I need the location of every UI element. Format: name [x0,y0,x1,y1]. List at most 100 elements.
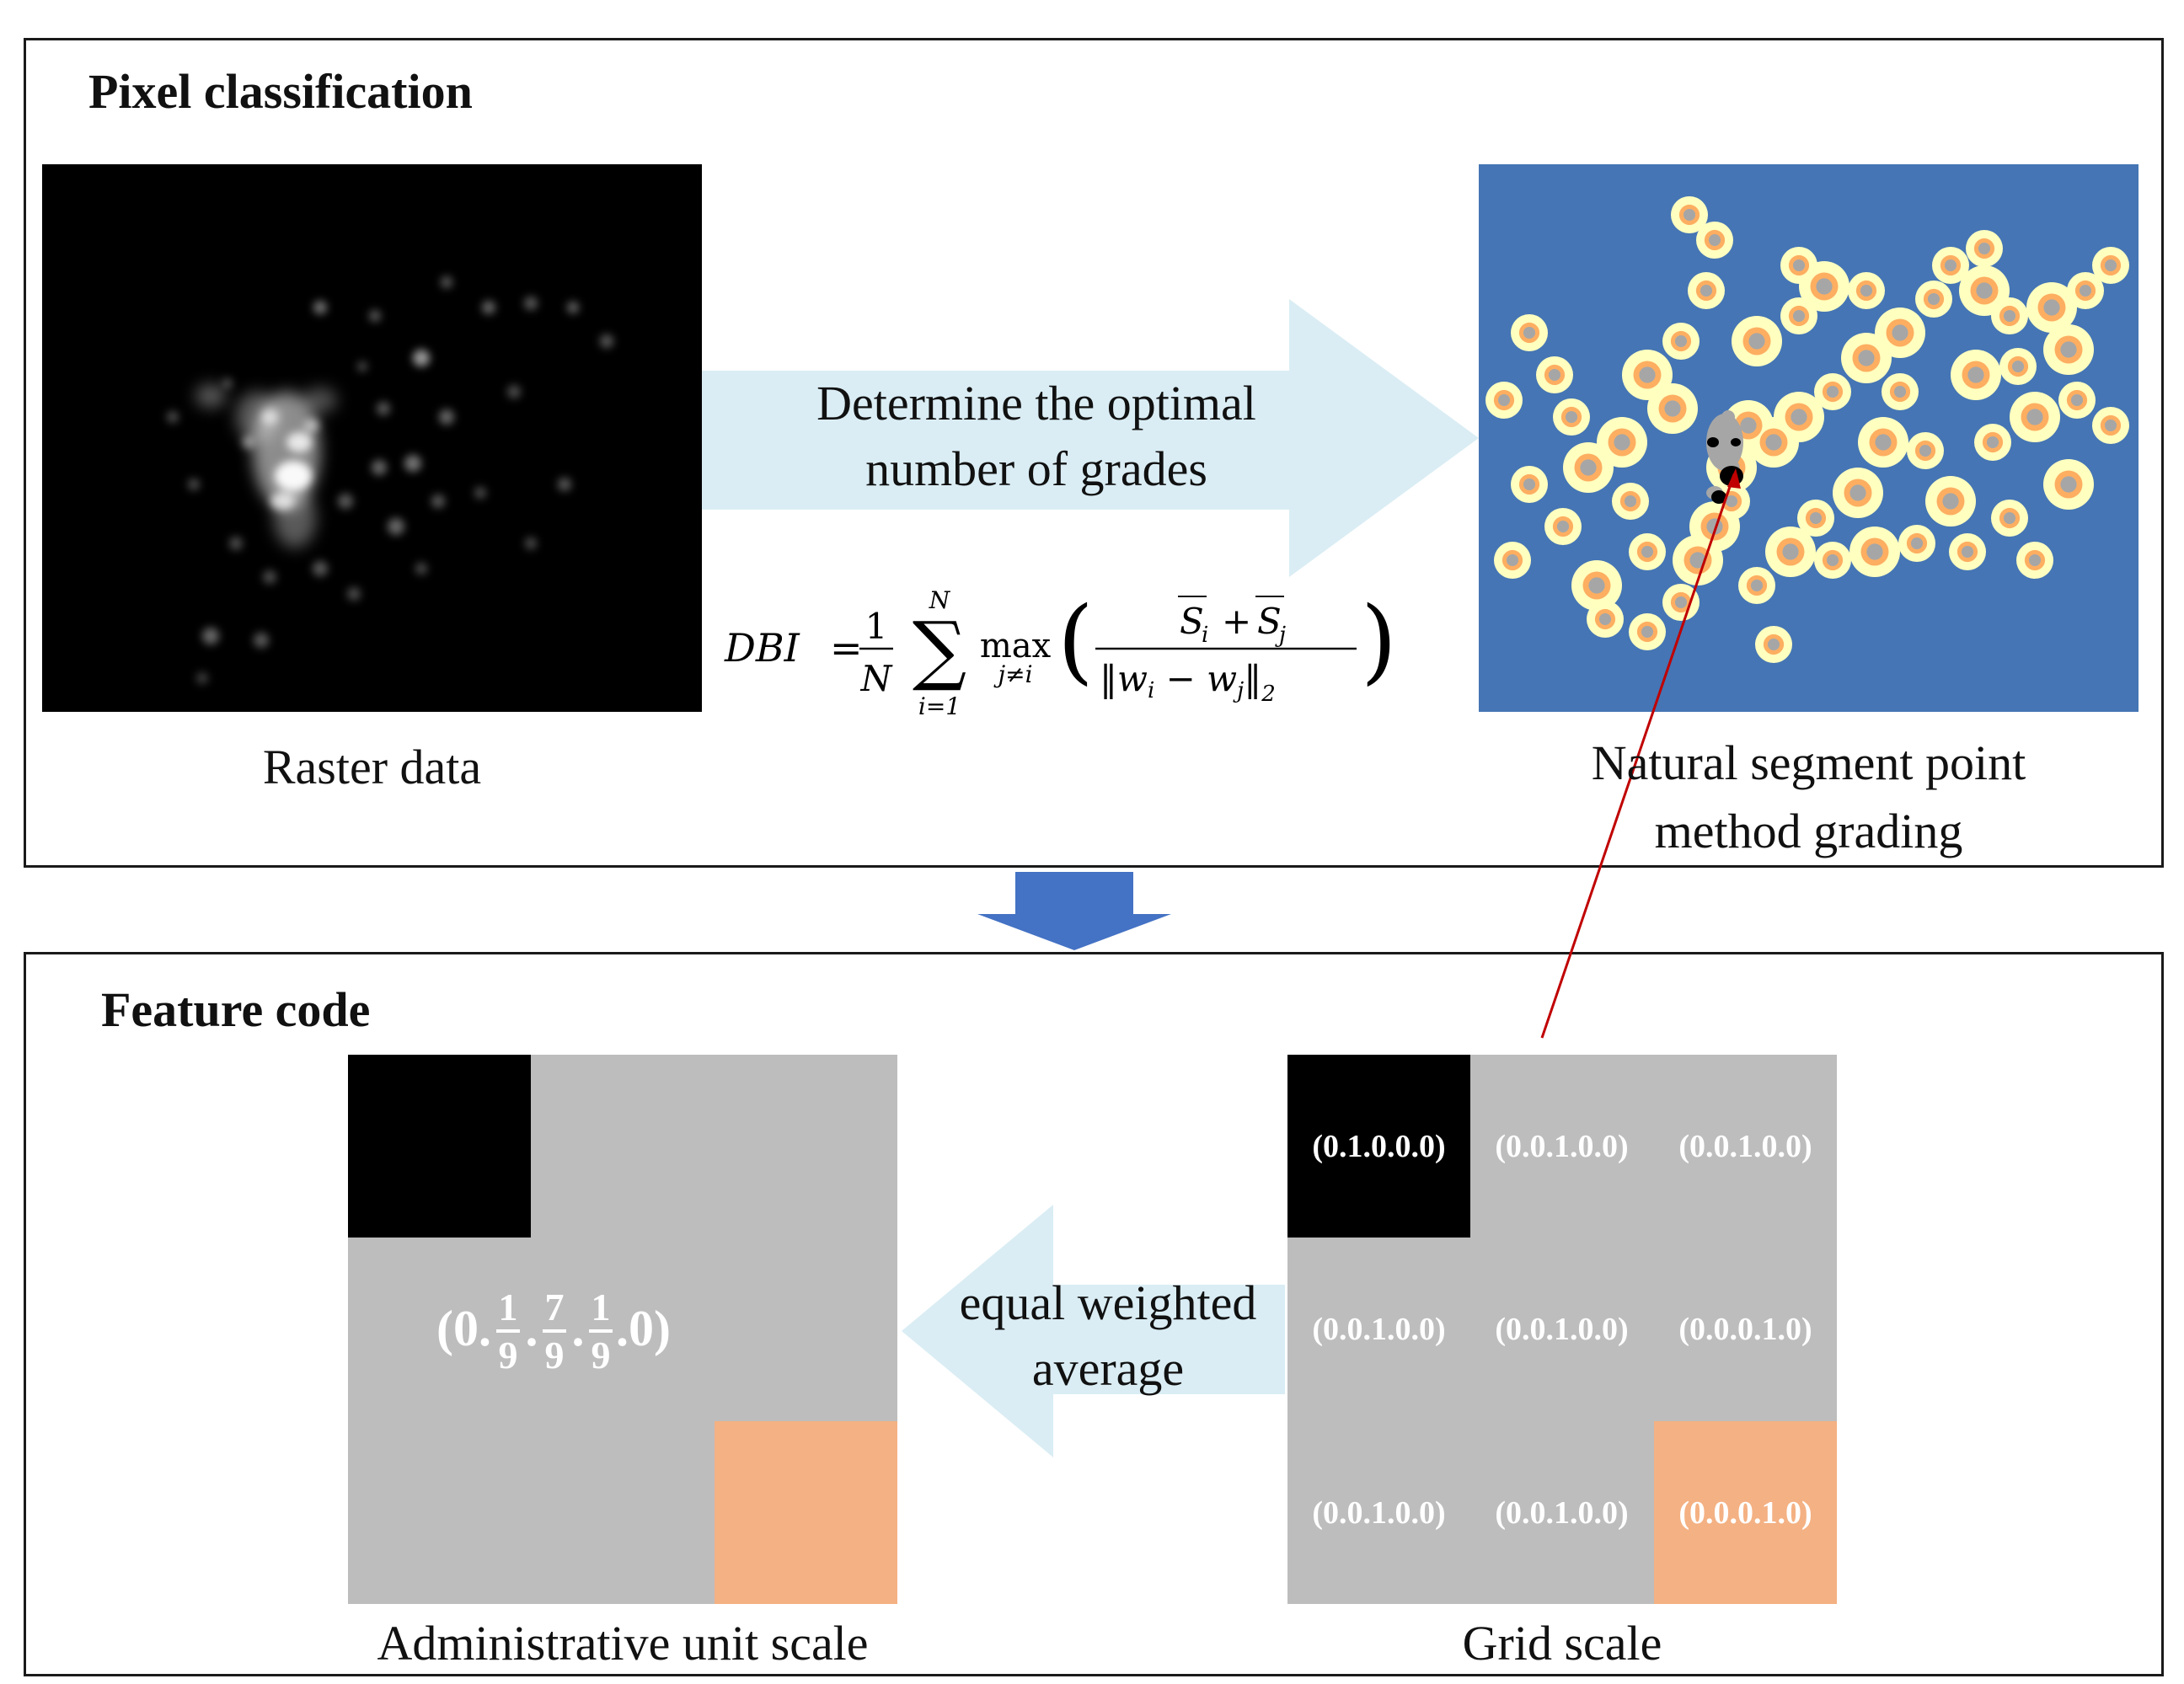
weighted-average-line2: average [1031,1341,1185,1397]
grid-cell-code: (0.0.1.0.0) [1495,1128,1629,1164]
weighted-average-label: equal weighted average [931,1270,1285,1403]
graded-blob [2028,553,2042,567]
graded-blob [2104,419,2117,432]
formula-sum-upper: N [929,586,951,614]
grid-cell-code: (0.1.0.0.0) [1312,1128,1446,1164]
graded-core-black [1731,438,1741,446]
graded-blob [1725,495,1738,508]
admin-cell-black [348,1055,531,1238]
graded-blob [1919,444,1932,457]
graded-blob [1826,553,1839,567]
formula-max: max [980,627,1052,666]
grid-cell-code: (0.0.1.0.0) [1495,1494,1629,1531]
graded-blob [1664,400,1681,417]
graded-blob [1624,495,1637,508]
formula-denominator: ‖wi − wj‖2 [1100,658,1276,707]
grid-scale-grid: (0.1.0.0.0) (0.0.1.0.0) (0.0.1.0.0) (0.0… [1287,1055,1837,1604]
graded-blob [1506,553,1519,567]
graded-blob [1748,333,1765,350]
grid-cell: (0.0.1.0.0) [1470,1421,1653,1604]
graded-blob [1523,326,1536,339]
graded-blob [2043,299,2060,316]
graded-blob [1792,259,1806,272]
admin-dot2: . [572,1301,585,1356]
graded-blob [1565,410,1578,424]
graded-blob [1556,520,1570,533]
admin-f1-num: 1 [499,1286,518,1328]
grid-cell: (0.0.1.0.0) [1470,1055,1653,1238]
optimal-grades-line1: Determine the optimal [816,376,1256,430]
formula-sj: S [1257,601,1282,642]
graded-blob [1750,579,1764,592]
graded-core-black [1707,437,1719,447]
graded-blob [1548,368,1561,382]
graded-blob [2060,476,2077,493]
graded-blob [1944,259,1957,272]
graded-blob [1978,242,1991,255]
graded-blob [1674,596,1688,609]
graded-core-gray [1711,451,1735,468]
formula-rparen: ) [1361,586,1390,694]
graded-map [1479,164,2138,712]
formula-si: S [1180,601,1204,642]
graded-blob [1700,284,1713,297]
admin-feature-code: (0. 1 9 . 7 9 . 1 9 .0) [436,1286,671,1377]
admin-cell-orange [715,1421,897,1604]
graded-blob [2003,309,2016,323]
grid-cell: (0.0.1.0.0) [1287,1421,1470,1604]
graded-blob [1875,434,1892,451]
grid-cell-code: (0.0.1.0.0) [1312,1311,1446,1347]
leader-arrowhead [1727,468,1741,489]
admin-f3-den: 9 [592,1334,611,1377]
graded-blob [1792,309,1806,323]
admin-code-close: .0) [616,1301,671,1356]
graded-blob [1588,577,1605,594]
feature-code-title: Feature code [101,982,371,1037]
graded-blob [2104,259,2117,272]
grid-cell-code: (0.0.1.0.0) [1678,1128,1812,1164]
graded-blob [1523,478,1536,491]
admin-f1-den: 9 [499,1334,518,1377]
left-arrow [902,1205,1285,1457]
graded-blob [1740,417,1757,434]
graded-blob [1791,409,1807,425]
graded-blob [1826,385,1839,398]
graded-caption: Natural segment point method grading [1479,729,2138,865]
graded-blob [1689,552,1706,569]
graded-core-black [1711,490,1726,504]
graded-caption-line1: Natural segment point [1591,735,2026,790]
graded-blob [1639,366,1656,383]
graded-blob [1976,282,1993,299]
grid-cell: (0.0.1.0.0) [1470,1238,1653,1420]
graded-blob [1986,436,1999,449]
graded-blob [1708,233,1721,247]
formula-sum-sign: ∑ [913,606,966,694]
graded-blob [1892,324,1908,341]
graded-blob [1942,493,1959,510]
graded-blob [1598,612,1612,626]
graded-blob [1641,545,1654,559]
graded-blob [1674,334,1688,348]
grid-cell: (0.0.1.0.0) [1654,1055,1837,1238]
graded-blob [1816,278,1833,295]
graded-blob [2003,511,2016,525]
formula-plus: + [1222,601,1251,642]
graded-blob [1866,543,1883,560]
grid-cell-code: (0.0.1.0.0) [1312,1494,1446,1531]
grid-cell-orange: (0.0.0.1.0) [1654,1421,1837,1604]
grid-cell: (0.1.0.0.0) [1287,1055,1470,1238]
graded-blob [1967,366,1984,383]
formula-frac-den: N [860,658,893,699]
formula-sum-lower: i=1 [918,692,961,720]
optimal-grades-line2: number of grades [865,441,1207,497]
raster-caption: Raster data [262,740,482,794]
formula-lhs: DBI [724,625,800,671]
formula-si-sub: i [1202,623,1208,648]
graded-blob [1497,393,1511,407]
raster-image [42,164,702,712]
graded-blob [2079,284,2092,297]
admin-code-open: (0. [436,1301,491,1356]
grid-cell: (0.0.1.0.0) [1287,1238,1470,1420]
dbi-formula: DBI = 1 N N ∑ i=1 max j≠i ( S i + S j ‖w… [724,586,1390,720]
